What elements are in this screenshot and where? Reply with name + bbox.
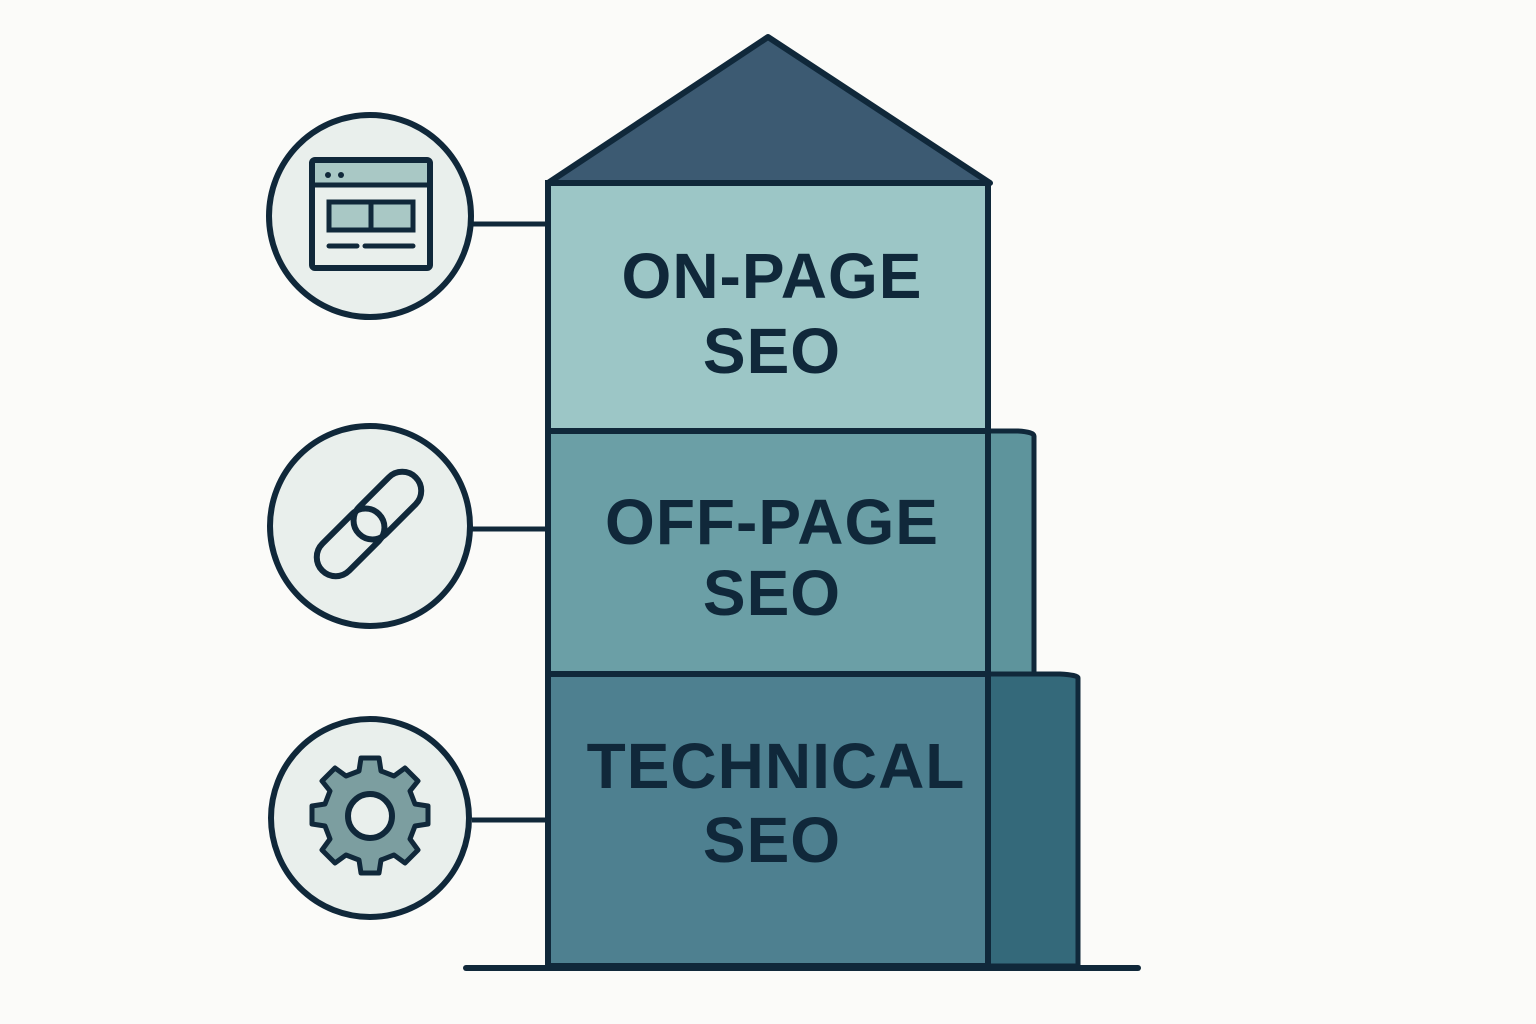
on-page-layer xyxy=(545,180,991,434)
off-page-label-line1: OFF-PAGE xyxy=(605,486,939,558)
technical-label-line1: TECHNICAL xyxy=(587,730,966,802)
on-page-label-line1: ON-PAGE xyxy=(622,240,923,312)
technical-layer xyxy=(545,671,991,969)
on-page-icon-badge xyxy=(266,112,474,320)
off-page-icon-badge xyxy=(267,423,473,629)
gear-icon xyxy=(309,755,431,876)
technical-icon-badge xyxy=(268,716,472,920)
web-page-icon xyxy=(309,157,433,271)
off-page-label-line2: SEO xyxy=(703,557,841,629)
off-page-layer xyxy=(545,428,991,677)
on-page-label-line2: SEO xyxy=(703,315,841,387)
link-chain-icon xyxy=(313,468,425,580)
technical-label-line2: SEO xyxy=(703,804,841,876)
technical-layer-side xyxy=(985,671,1081,969)
roof xyxy=(545,34,993,186)
off-page-layer-side xyxy=(985,428,1037,677)
